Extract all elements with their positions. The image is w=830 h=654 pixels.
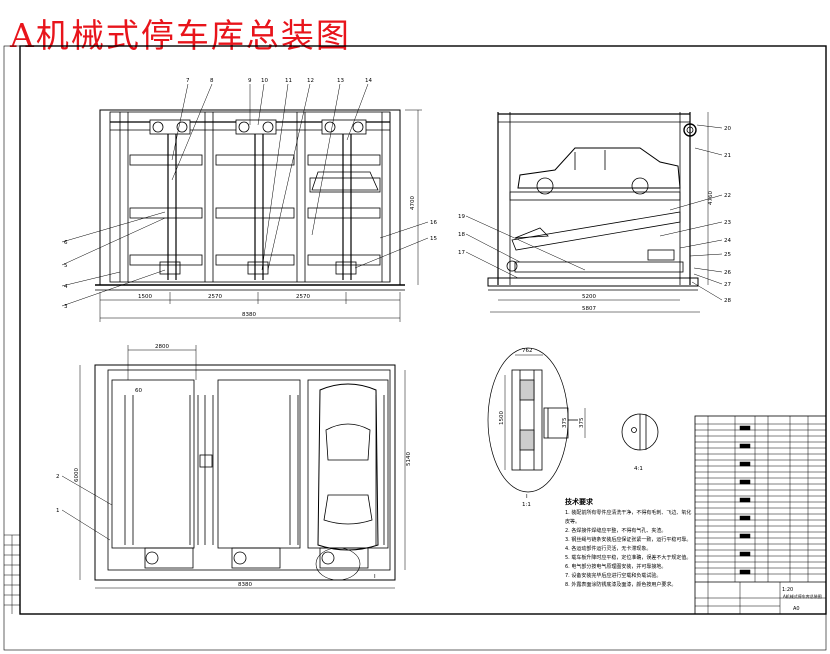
callout-14: 14: [365, 78, 372, 84]
front-view-labels: 7 8 9 10 11 12 13 14 6 5 4 3 16 15 1500 …: [64, 78, 437, 318]
technical-notes: 技术要求 1. 装配前所有零件应清洗干净，不得有毛刺、飞边、氧化皮等。 2. 各…: [565, 498, 695, 590]
dim-5807: 5807: [582, 306, 596, 312]
detail-label-i: I: [526, 494, 528, 500]
plan-view: [61, 345, 406, 589]
dim-375-b: 375: [579, 417, 585, 428]
dim-60: 60: [135, 388, 142, 394]
callout-6: 6: [64, 240, 68, 246]
note-item: 7. 设备安装完毕后应进行空载和负载试验。: [565, 573, 662, 579]
outer-frame: [3, 45, 827, 651]
callout-22: 22: [724, 193, 731, 199]
parts-list: [694, 415, 827, 615]
callout-15: 15: [430, 236, 437, 242]
dim-6000: 6000: [74, 468, 80, 482]
dim-8380-front: 8380: [242, 312, 256, 318]
callout-23: 23: [724, 220, 731, 226]
front-view: [61, 83, 429, 322]
drawing-name-text: A机械式停车库总装图: [783, 593, 822, 599]
dim-5200: 5200: [582, 294, 596, 300]
callout-1: 1: [56, 508, 60, 514]
note-item: 8. 外露表面涂防锈底漆及面漆，颜色按用户要求。: [565, 582, 677, 588]
callout-28: 28: [724, 298, 731, 304]
note-item: 3. 钢丝绳与链条安装后应保证张紧一致，运行平稳可靠。: [565, 537, 692, 543]
inner-frame: [19, 45, 827, 615]
callout-5: 5: [64, 263, 68, 269]
callout-2: 2: [56, 474, 60, 480]
left-strip: [4, 534, 20, 614]
dim-2570-b: 2570: [296, 294, 310, 300]
detail-label-2: 4:1: [634, 466, 643, 472]
callout-17: 17: [458, 250, 465, 256]
title-block-labels: 1:20 A机械式停车库总装图 A0: [782, 587, 822, 612]
dim-762: 762: [522, 348, 533, 354]
callout-7: 7: [186, 78, 190, 84]
side-view: [465, 112, 723, 313]
dim-1500-detail: 1500: [499, 411, 505, 425]
note-item: 2. 各焊接件焊缝应平整，不得有气孔、夹渣。: [565, 528, 667, 534]
sheet-size-text: A0: [793, 606, 800, 612]
side-view-labels: 20 21 22 23 24 25 26 27 28 19 18 17 5200…: [458, 126, 731, 312]
dim-1500: 1500: [138, 294, 152, 300]
callout-8: 8: [210, 78, 214, 84]
callout-10: 10: [261, 78, 268, 84]
callout-20: 20: [724, 126, 731, 132]
dim-2800: 2800: [155, 344, 169, 350]
detail-label-i-scale: 1:1: [522, 502, 531, 508]
callout-24: 24: [724, 238, 731, 244]
callout-26: 26: [724, 270, 731, 276]
plan-view-labels: 2800 60 6000 5140 8380 2 1 I: [56, 344, 412, 588]
callout-13: 13: [337, 78, 344, 84]
detail-labels: 762 1500 375 375 I 1:1 4:1: [499, 348, 643, 508]
dim-8380-plan: 8380: [238, 582, 252, 588]
detail-views: [487, 347, 659, 493]
note-item: 4. 各运动部件运行灵活，无卡滞现象。: [565, 546, 652, 552]
dim-2570-a: 2570: [208, 294, 222, 300]
callout-11: 11: [285, 78, 292, 84]
callout-3: 3: [64, 304, 68, 310]
note-item: 6. 电气部分按电气原理图安装，并可靠接地。: [565, 564, 667, 570]
callout-21: 21: [724, 153, 731, 159]
callout-18: 18: [458, 232, 465, 238]
callout-16: 16: [430, 220, 437, 226]
callout-25: 25: [724, 252, 731, 258]
callout-12: 12: [307, 78, 314, 84]
note-item: 1. 装配前所有零件应清洗干净，不得有毛刺、飞边、氧化皮等。: [565, 510, 692, 525]
note-item: 5. 载车板升降时应平稳，定位准确，误差不大于规定值。: [565, 555, 692, 561]
callout-19: 19: [458, 214, 465, 220]
dim-375-a: 375: [562, 417, 568, 428]
scale-text: 1:20: [782, 587, 793, 593]
dim-height-front: 4700: [410, 196, 416, 210]
notes-heading: 技术要求: [565, 498, 593, 506]
dim-height-side: 4760: [708, 191, 714, 205]
callout-9: 9: [248, 78, 252, 84]
callout-detail-i: I: [374, 574, 376, 580]
callout-27: 27: [724, 282, 731, 288]
dim-5140: 5140: [406, 452, 412, 466]
callout-4: 4: [64, 284, 68, 290]
drawing-title: A机械式停车库总装图: [10, 16, 351, 55]
